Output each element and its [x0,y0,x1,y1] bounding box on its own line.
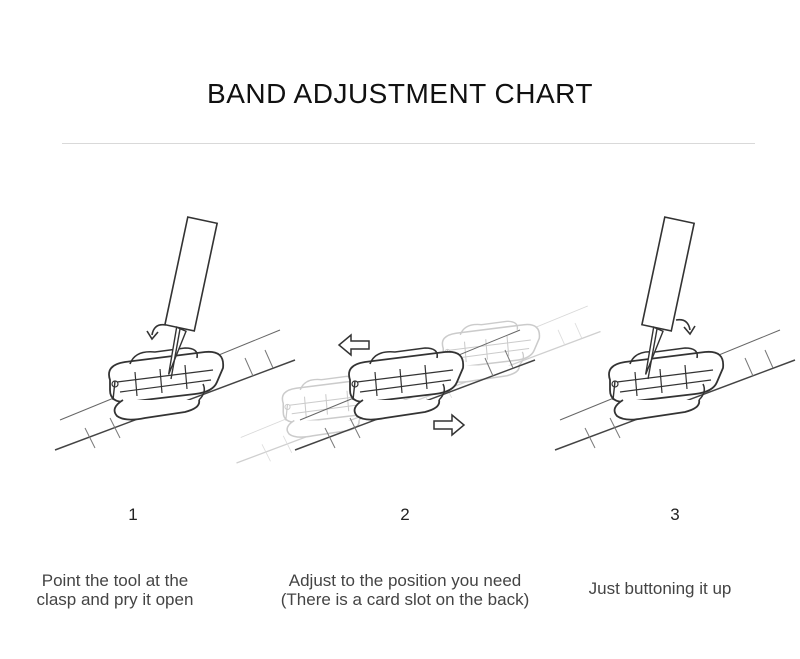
step-2-caption-line-1: Adjust to the position you need [288,571,522,590]
right-arrow-icon [433,414,465,436]
left-arrow-icon [338,334,370,356]
step-3-caption-line-1: Just buttoning it up [588,579,732,598]
step-3-illustration [554,216,796,451]
step-1-caption-line-1: Point the tool at the [41,571,189,590]
step-number-2: 2 [400,505,410,524]
step-2-illustration [235,305,602,464]
curved-arrow-icon [146,323,167,340]
step-1-caption: Point the tool at the clasp and pry it o… [20,571,210,609]
band-adjustment-illustrations [54,216,796,464]
step-number-1: 1 [128,505,138,524]
step-2-caption: Adjust to the position you need (There i… [250,571,560,609]
step-1-illustration [54,216,296,451]
title-divider [62,143,755,144]
curved-arrow-icon [675,318,696,335]
step-2-caption-line-2: (There is a card slot on the back) [280,590,530,609]
step-number-3: 3 [670,505,680,524]
page-title: BAND ADJUSTMENT CHART [207,78,593,109]
step-3-caption: Just buttoning it up [570,579,750,598]
step-1-caption-line-2: clasp and pry it open [36,590,194,609]
